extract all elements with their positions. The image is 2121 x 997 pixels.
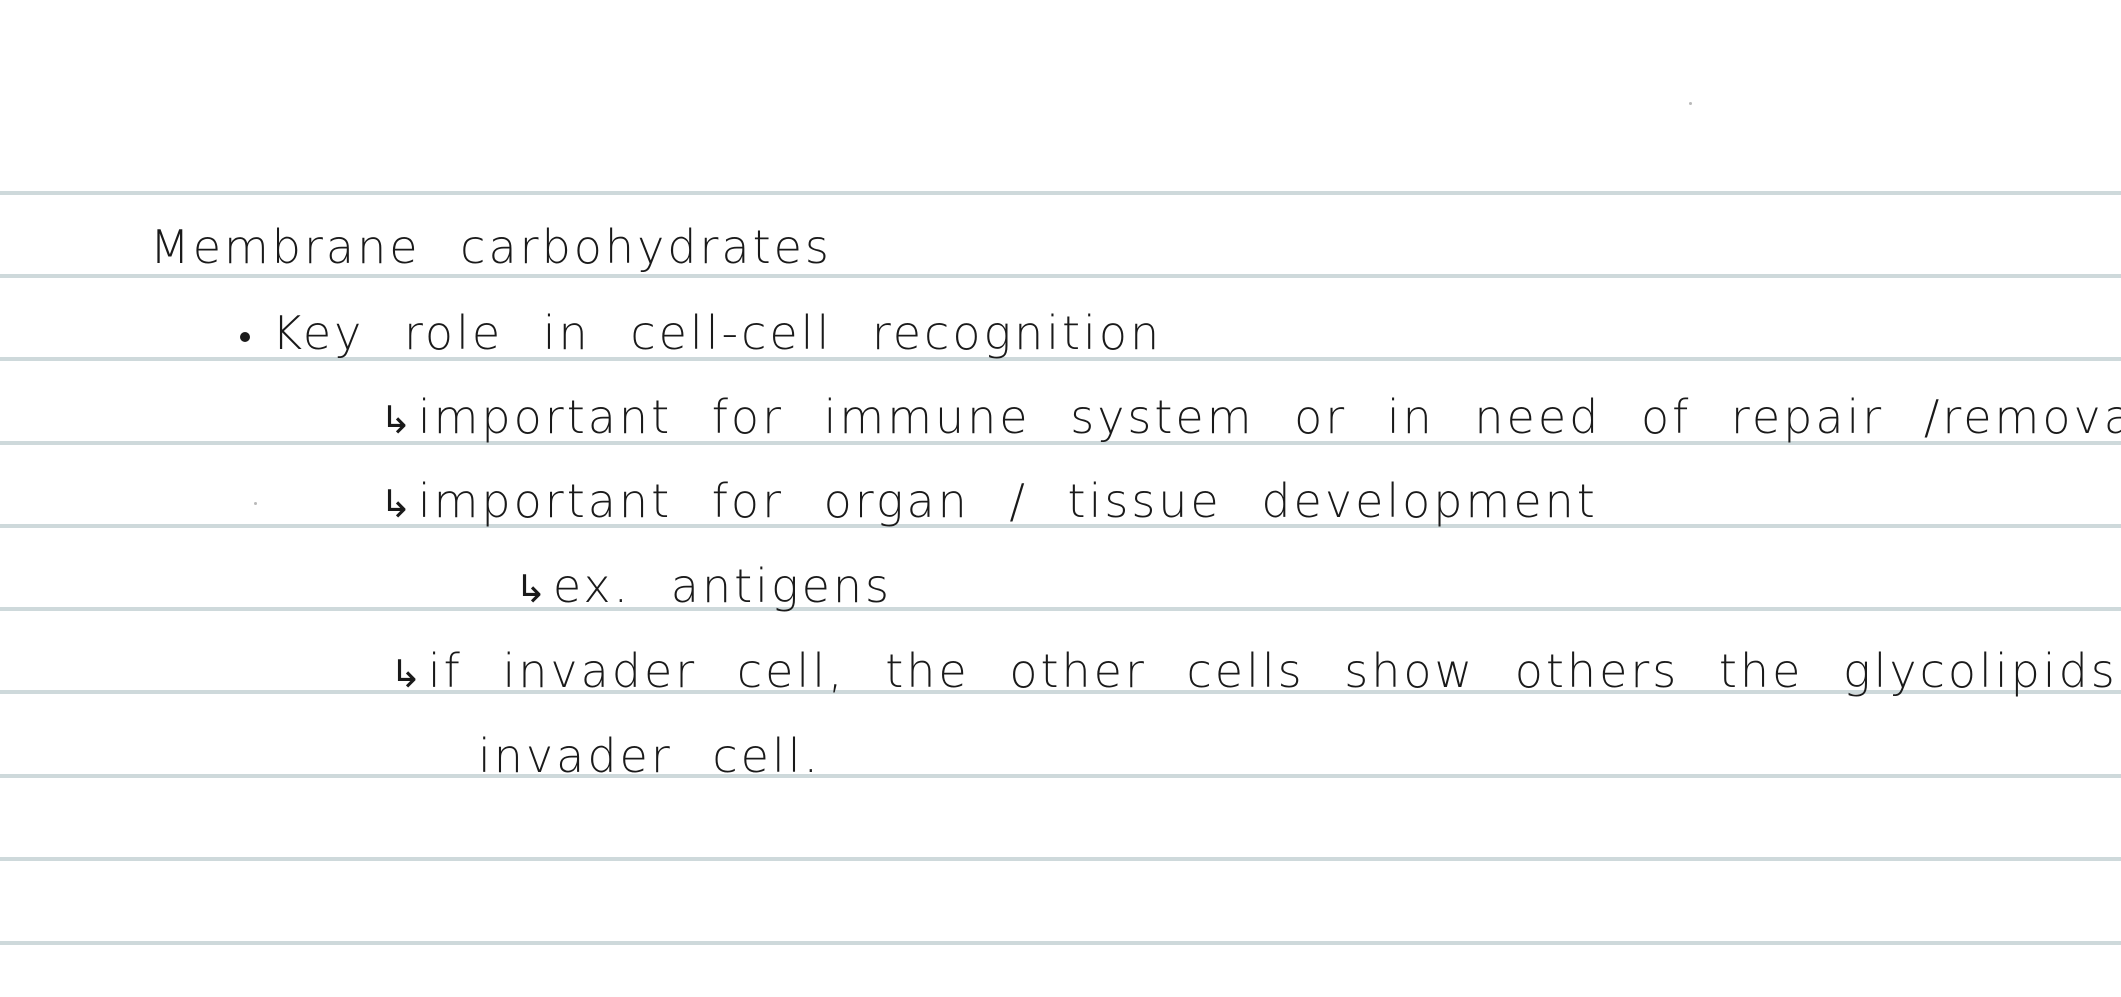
sub-item-text: if invader cell, the other cells show ot…	[427, 644, 2121, 698]
ruled-line	[0, 191, 2121, 195]
sub-item: ↳if invader cell, the other cells show o…	[390, 648, 2121, 694]
paper-speck	[254, 502, 257, 505]
sub-sub-item: ↳ex. antigens	[515, 563, 892, 609]
ruled-line	[0, 941, 2121, 945]
bullet-text: Key role in cell-cell recognition	[272, 306, 1163, 360]
ruled-line	[0, 774, 2121, 778]
ruled-line	[0, 690, 2121, 694]
ruled-line	[0, 274, 2121, 278]
sub-item-text: important for immune system or in need o…	[417, 390, 2121, 444]
continuation-text: invader cell.	[478, 729, 822, 783]
hooked-arrow-icon: ↳	[380, 482, 412, 526]
ruled-line	[0, 607, 2121, 611]
bullet-dot-icon	[240, 331, 250, 342]
ruled-line	[0, 857, 2121, 861]
hooked-arrow-icon: ↳	[515, 567, 547, 611]
hooked-arrow-icon: ↳	[390, 652, 422, 696]
bullet-item: Key role in cell-cell recognition	[240, 310, 1162, 356]
sub-item-text: important for organ / tissue development	[417, 474, 1598, 528]
sub-item: ↳important for immune system or in need …	[380, 394, 2121, 440]
hooked-arrow-icon: ↳	[380, 398, 412, 442]
ruled-line	[0, 441, 2121, 445]
example-text: ex. antigens	[552, 559, 892, 613]
ruled-line	[0, 524, 2121, 528]
sub-item: ↳important for organ / tissue developmen…	[380, 478, 1598, 524]
sub-item-continuation: invader cell.	[478, 733, 821, 779]
ruled-line	[0, 357, 2121, 361]
heading-text: Membrane carbohydrates	[150, 220, 832, 274]
paper-speck	[1689, 102, 1692, 105]
notes-heading: Membrane carbohydrates	[150, 224, 832, 270]
